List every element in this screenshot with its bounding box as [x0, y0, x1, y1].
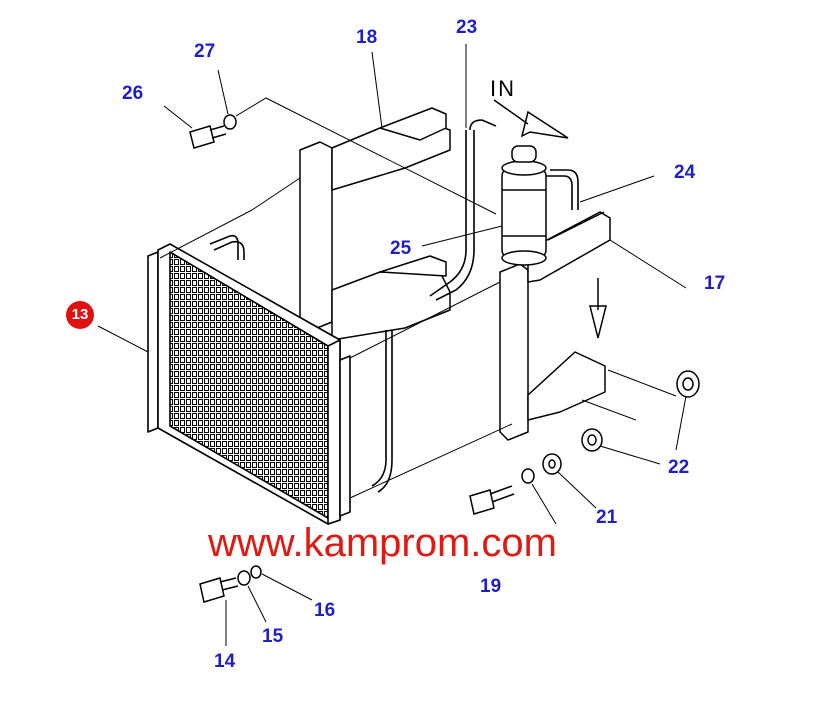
receiver-drier — [501, 145, 547, 266]
callout-23: 23 — [456, 17, 478, 38]
hardware — [189, 114, 700, 603]
frame-back — [299, 107, 451, 341]
flow-arrows — [493, 99, 607, 339]
frame-front-right — [499, 211, 611, 441]
callout-13-badge: 13 — [66, 301, 94, 329]
callout-21: 21 — [596, 507, 618, 528]
callout-19: 19 — [480, 576, 502, 597]
callout-14: 14 — [214, 651, 236, 672]
callout-18: 18 — [356, 27, 378, 48]
refrigerant-pipes — [209, 119, 579, 493]
callout-26: 26 — [122, 83, 144, 104]
callout-25: 25 — [390, 238, 412, 259]
callout-24: 24 — [674, 162, 696, 183]
callout-27: 27 — [194, 41, 216, 62]
callout-16: 16 — [314, 600, 336, 621]
callout-17: 17 — [704, 273, 726, 294]
callout-15: 15 — [262, 626, 284, 647]
callout-22: 22 — [668, 457, 690, 478]
condenser — [147, 243, 351, 525]
flow-in-label: IN — [490, 76, 516, 101]
leader-lines — [97, 44, 687, 646]
watermark: www.kamprom.com — [208, 521, 557, 565]
